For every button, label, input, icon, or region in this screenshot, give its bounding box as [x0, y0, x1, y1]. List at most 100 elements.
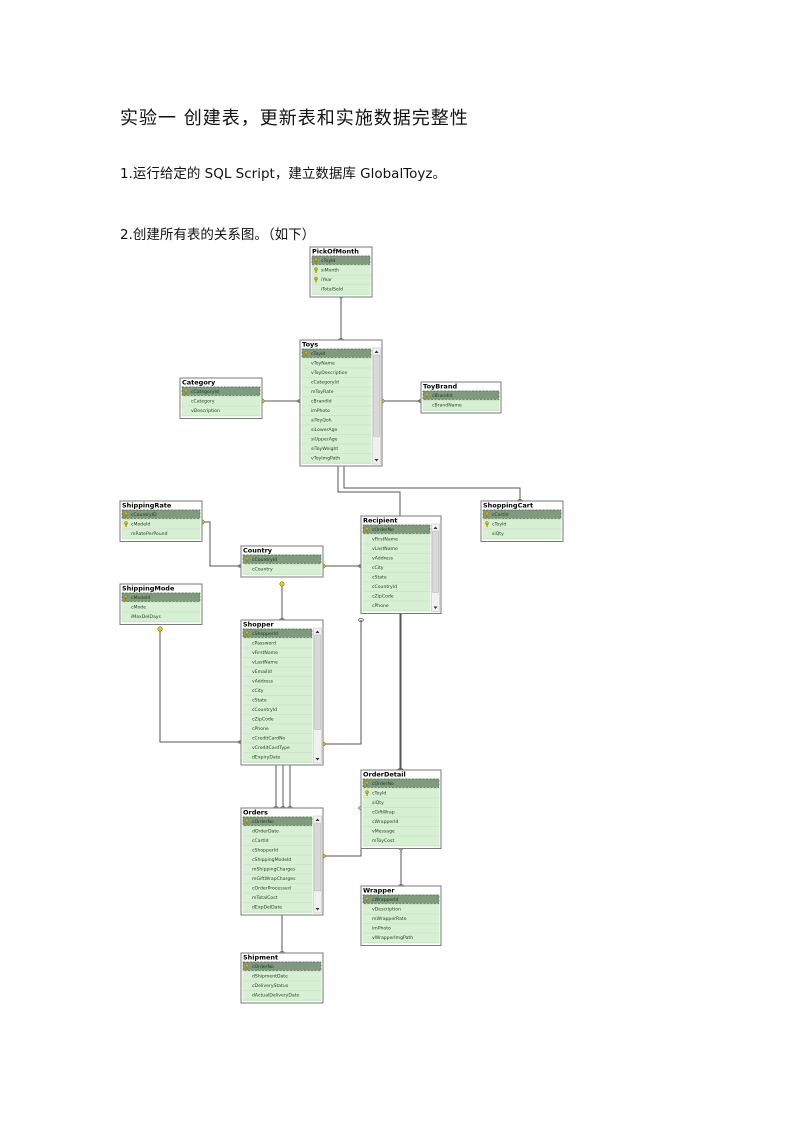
table-column-row[interactable]: cCreditCardNo: [243, 736, 313, 744]
scroll-down-icon[interactable]: [315, 758, 320, 761]
relationship-line[interactable]: [273, 759, 279, 810]
table-column-row[interactable]: vLastName: [363, 546, 431, 554]
table-column-row[interactable]: cDeliveryStatus: [243, 983, 322, 991]
scroll-thumb[interactable]: [373, 354, 380, 437]
relationship-line[interactable]: [335, 461, 403, 772]
table-column-row[interactable]: cCartId: [243, 838, 313, 846]
table-column-row[interactable]: vFirstName: [363, 537, 431, 545]
scroll-thumb[interactable]: [432, 530, 439, 593]
table-column-row[interactable]: cCountry: [243, 567, 322, 575]
table-column-row[interactable]: cToyId: [363, 790, 440, 799]
table-column-row[interactable]: siToyWeight: [302, 446, 372, 454]
table-column-row[interactable]: imPhoto: [363, 926, 440, 934]
table-column-row[interactable]: cBrandId: [422, 390, 500, 401]
table-column-row[interactable]: vToyDescription: [302, 370, 372, 378]
table-orderdetail[interactable]: OrderDetailcOrderNocToyIdsiQtycGiftWrapc…: [360, 769, 442, 849]
table-column-row[interactable]: mToyCost: [363, 838, 440, 846]
relationship-line[interactable]: [320, 806, 364, 859]
table-column-row[interactable]: cPhone: [363, 603, 431, 611]
table-column-row[interactable]: cShopperId: [242, 628, 313, 639]
table-column-row[interactable]: vAddress: [243, 679, 313, 687]
table-column-row[interactable]: cOrderNo: [362, 778, 440, 789]
table-column-row[interactable]: cOrderNo: [242, 816, 313, 827]
table-wrapper[interactable]: WrappercWrapperIdvDescriptionmWrapperRat…: [360, 885, 442, 946]
relationship-line[interactable]: [398, 609, 404, 772]
table-column-row[interactable]: cToyId: [483, 521, 562, 530]
table-column-row[interactable]: vFirstName: [243, 650, 313, 658]
table-column-row[interactable]: vDescription: [182, 408, 261, 416]
scroll-up-icon[interactable]: [374, 350, 379, 354]
table-column-row[interactable]: mGiftWrapCharges: [243, 876, 313, 884]
table-scrollbar[interactable]: [431, 523, 440, 612]
table-column-row[interactable]: siUpperAge: [302, 437, 372, 445]
relationship-line[interactable]: [279, 910, 285, 955]
table-column-row[interactable]: mShippingCharges: [243, 867, 313, 875]
table-column-row[interactable]: cGiftWrap: [363, 810, 440, 818]
table-shippingrate[interactable]: ShippingRatecCountryIDcModeIdmRatePerPou…: [119, 500, 203, 542]
table-column-row[interactable]: cCountryId: [363, 584, 431, 592]
table-column-row[interactable]: cCountryId: [243, 707, 313, 715]
table-column-row[interactable]: cCategoryId: [302, 380, 372, 388]
table-column-row[interactable]: vWrapperImgPath: [363, 935, 440, 943]
table-column-row[interactable]: vCreditCardType: [243, 745, 313, 753]
table-column-row[interactable]: dShipmentDate: [243, 974, 322, 982]
table-column-row[interactable]: siMonth: [312, 267, 371, 276]
table-column-row[interactable]: cShopperId: [243, 848, 313, 856]
table-column-row[interactable]: vToyImgPath: [302, 456, 372, 464]
relationship-line[interactable]: [320, 563, 364, 569]
table-column-row[interactable]: dActualDeliveryDate: [243, 993, 322, 1001]
table-column-row[interactable]: vToyName: [302, 361, 372, 369]
table-toys[interactable]: ToyscToyIdvToyNamevToyDescriptioncCatego…: [299, 339, 383, 467]
table-column-row[interactable]: iMaxDelDays: [122, 614, 201, 622]
table-column-row[interactable]: cToyId: [301, 348, 372, 359]
table-scrollbar[interactable]: [372, 347, 381, 465]
table-column-row[interactable]: siToyQoh: [302, 418, 372, 426]
table-column-row[interactable]: mRatePerPound: [122, 531, 201, 539]
table-column-row[interactable]: iYear: [312, 276, 371, 285]
relationship-line[interactable]: [279, 581, 285, 622]
scroll-up-icon[interactable]: [315, 630, 320, 634]
table-column-row[interactable]: vAddress: [363, 556, 431, 564]
table-column-row[interactable]: vDescription: [363, 907, 440, 915]
table-column-row[interactable]: siQty: [363, 800, 440, 808]
table-column-row[interactable]: mWrapperRate: [363, 916, 440, 924]
relationship-line[interactable]: [379, 398, 424, 404]
relationship-line[interactable]: [259, 398, 303, 404]
table-column-row[interactable]: cState: [363, 575, 431, 583]
relationship-line[interactable]: [398, 845, 404, 888]
table-column-row[interactable]: imPhoto: [302, 408, 372, 416]
table-scrollbar[interactable]: [313, 815, 322, 914]
table-column-row[interactable]: cMode: [122, 605, 201, 613]
table-recipient[interactable]: RecipientcOrderNovFirstNamevLastNamevAdd…: [360, 515, 442, 614]
table-column-row[interactable]: dExpDelDate: [243, 905, 313, 913]
table-column-row[interactable]: cZipCode: [243, 717, 313, 725]
relationship-line[interactable]: [287, 759, 293, 810]
table-column-row[interactable]: vEmailId: [243, 669, 313, 677]
table-column-row[interactable]: mTotalCost: [243, 895, 313, 903]
table-column-row[interactable]: vLastName: [243, 660, 313, 668]
table-column-row[interactable]: iTotalSold: [312, 287, 371, 295]
table-shipment[interactable]: ShipmentcOrderNodShipmentDatecDeliverySt…: [240, 952, 324, 1004]
scroll-down-icon[interactable]: [315, 908, 320, 911]
table-column-row[interactable]: siQty: [483, 531, 562, 539]
relationship-line[interactable]: [320, 618, 364, 747]
table-column-row[interactable]: cShippingModeId: [243, 857, 313, 865]
table-column-row[interactable]: cModeId: [121, 592, 201, 603]
table-column-row[interactable]: cPassword: [243, 641, 313, 649]
table-column-row[interactable]: cOrderNo: [362, 524, 431, 535]
table-column-row[interactable]: cCountryID: [121, 509, 201, 520]
table-column-row[interactable]: cState: [243, 698, 313, 706]
scroll-thumb[interactable]: [314, 634, 321, 730]
table-orders[interactable]: OrderscOrderNodOrderDatecCartIdcShopperI…: [240, 807, 324, 916]
table-column-row[interactable]: cModeId: [122, 521, 201, 530]
table-column-row[interactable]: cCategoryId: [181, 386, 261, 397]
table-column-row[interactable]: cBrandId: [302, 399, 372, 407]
relationship-line[interactable]: [341, 461, 523, 503]
table-column-row[interactable]: cWrapperId: [363, 819, 440, 827]
relationship-line[interactable]: [157, 626, 244, 744]
